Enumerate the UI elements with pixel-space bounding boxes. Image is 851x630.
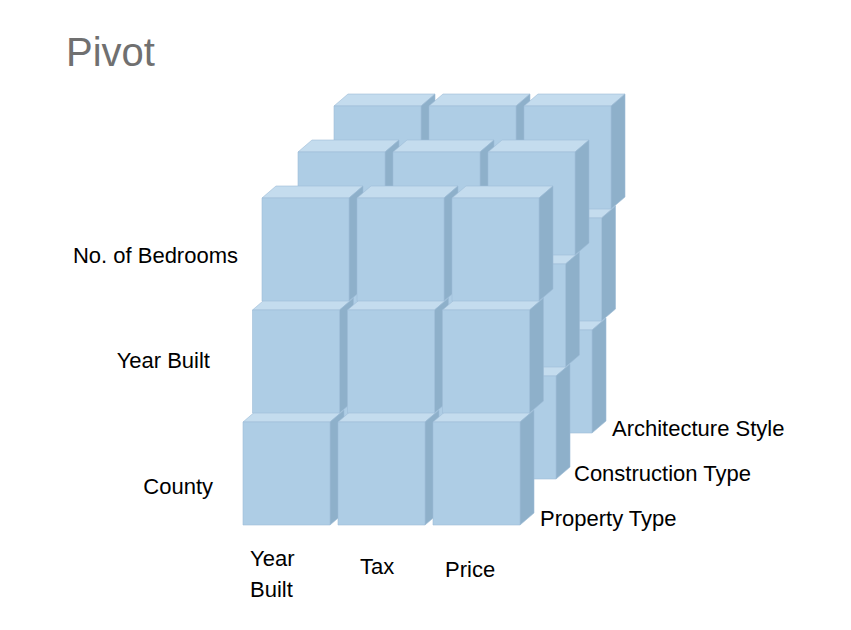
cube-top-face xyxy=(488,140,589,152)
cube-side-face xyxy=(611,94,625,209)
cube-front-face xyxy=(348,310,435,413)
cube-side-face xyxy=(539,186,553,301)
axis-label: Year Built xyxy=(117,346,210,376)
cube-top-face xyxy=(429,94,530,106)
cube-top-face xyxy=(393,140,494,152)
axis-label: Year Built xyxy=(250,544,310,606)
axis-label: Price xyxy=(445,555,495,585)
cube-side-face xyxy=(592,318,606,433)
cube-front-face xyxy=(443,310,530,413)
cube-front-face xyxy=(433,422,520,525)
cube-front-face xyxy=(243,422,330,525)
cube-side-face xyxy=(530,298,544,413)
cube-top-face xyxy=(262,186,363,198)
cube-top-face xyxy=(334,94,435,106)
cube-side-face xyxy=(566,252,580,367)
axis-label: Construction Type xyxy=(574,459,751,489)
axis-label: No. of Bedrooms xyxy=(73,241,238,271)
cube-front-face xyxy=(338,422,425,525)
axis-label: Tax xyxy=(360,552,394,582)
diagram-title: Pivot xyxy=(66,30,155,75)
axis-label: Architecture Style xyxy=(612,414,784,444)
cube-top-face xyxy=(524,94,625,106)
axis-label: County xyxy=(143,472,213,502)
axis-label: Property Type xyxy=(540,504,677,534)
cube-top-face xyxy=(357,186,458,198)
cube-top-face xyxy=(298,140,399,152)
cube-front-face xyxy=(357,198,444,301)
cube-side-face xyxy=(602,206,616,321)
cube-front-face xyxy=(452,198,539,301)
cube-side-face xyxy=(520,410,534,525)
cube-side-face xyxy=(575,140,589,255)
cube-top-face xyxy=(452,186,553,198)
cube-front-face xyxy=(262,198,349,301)
cube-side-face xyxy=(556,364,570,479)
cube-front-face xyxy=(253,310,340,413)
